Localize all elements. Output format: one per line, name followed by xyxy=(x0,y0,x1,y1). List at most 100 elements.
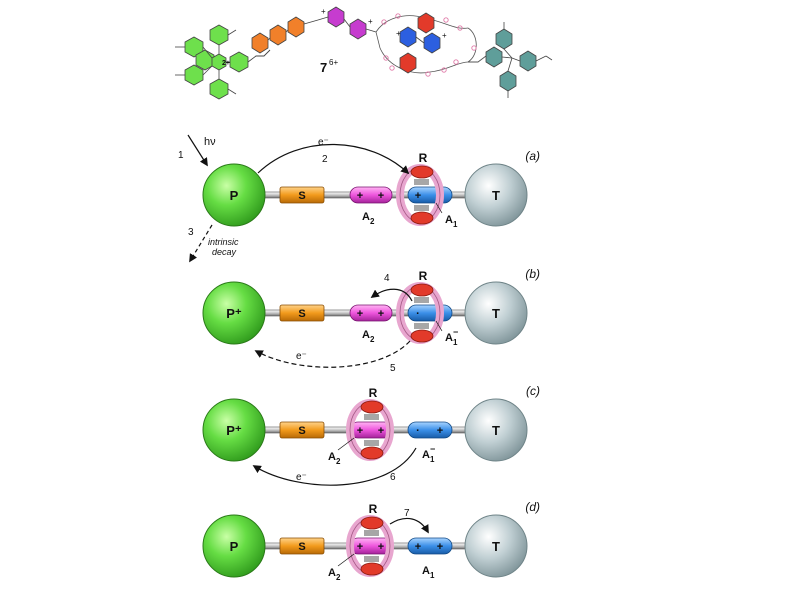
a1-pointer xyxy=(435,320,443,332)
a2-label-sub: 2 xyxy=(336,457,341,466)
ring-r xyxy=(396,282,444,344)
spacer-label: S xyxy=(298,308,305,320)
stopper-sphere xyxy=(464,281,528,345)
step-1: 1 xyxy=(178,150,184,161)
back-transfer-arrow xyxy=(254,340,411,368)
panel-tag: (b) xyxy=(525,267,540,281)
a1-mark-left: · xyxy=(416,425,420,437)
back-transfer-arrow xyxy=(252,447,417,486)
a2-pointer xyxy=(337,553,355,567)
ring-r xyxy=(396,164,444,226)
spacer-label: S xyxy=(298,190,305,202)
porphyrin-label: P⁺ xyxy=(226,423,242,438)
ring-red-bottom xyxy=(410,329,434,343)
a2-plus-left: + xyxy=(357,308,363,320)
a2-plus-left: + xyxy=(357,425,363,437)
a1-label-sup: − xyxy=(453,327,458,337)
stopper-label: T xyxy=(492,306,500,321)
a2-pointer xyxy=(337,437,355,451)
ring-red-bottom xyxy=(410,211,434,225)
ring-red-top xyxy=(360,516,384,530)
a1-label-base: A xyxy=(445,332,453,344)
porphyrin-label: P xyxy=(230,539,239,554)
a1-station xyxy=(407,537,453,555)
a1-mark-left: + xyxy=(415,541,421,553)
ring-red-top xyxy=(360,400,384,414)
a1-label-base: A xyxy=(445,214,453,226)
panel-tag: (c) xyxy=(526,384,540,398)
a2-rings xyxy=(317,6,377,40)
svg-text:+: + xyxy=(368,17,373,26)
a2-label-sub: 2 xyxy=(370,335,375,344)
step-5: 5 xyxy=(390,363,396,374)
svg-text:+: + xyxy=(442,31,447,40)
a1-label-sub: 1 xyxy=(430,571,435,580)
spacer-label: S xyxy=(298,541,305,553)
ring-red-bottom xyxy=(360,562,384,576)
stopper-label: T xyxy=(492,188,500,203)
stopper-label: T xyxy=(492,539,500,554)
a2-label-base: A xyxy=(362,329,370,341)
stopper-label: T xyxy=(492,423,500,438)
a1-mark-right: + xyxy=(437,541,443,553)
a2-plus-left: + xyxy=(357,541,363,553)
a1-label-base: A xyxy=(422,449,430,461)
a2-label-base: A xyxy=(362,211,370,223)
decay-arrow xyxy=(189,224,213,263)
step-4: 4 xyxy=(384,273,390,284)
porphyrin-sphere xyxy=(202,281,266,345)
porphyrin-sphere xyxy=(202,514,266,578)
spacer-block xyxy=(279,304,325,322)
a1-label-sub: 1 xyxy=(453,220,458,229)
compound-charge: 6+ xyxy=(329,58,338,67)
a2-label-base: A xyxy=(328,567,336,579)
ring-red-top xyxy=(410,283,434,297)
svg-text:2+: 2+ xyxy=(222,60,230,67)
shuttle-arrow xyxy=(370,288,413,302)
ring-red-top xyxy=(410,165,434,179)
spacer-rings xyxy=(251,16,319,54)
ring-label: R xyxy=(419,151,428,165)
a1-mark-left: · xyxy=(416,308,420,320)
compound-number: 7 xyxy=(320,60,327,75)
ring-red-bottom xyxy=(360,446,384,460)
a2-label-sub: 2 xyxy=(370,217,375,226)
a1-label-sup: − xyxy=(430,444,435,454)
porphyrin-label: P⁺ xyxy=(226,306,242,321)
a2-plus-right: + xyxy=(378,190,384,202)
hv-label: hν xyxy=(204,136,216,148)
porphyrin-cluster xyxy=(175,24,249,100)
spacer-block xyxy=(279,537,325,555)
a2-station xyxy=(349,304,393,322)
decay-text-1: intrinsic xyxy=(208,237,239,247)
oxygen-atoms xyxy=(381,13,477,77)
electron-label: e⁻ xyxy=(318,137,329,148)
step-6: 6 xyxy=(390,472,396,483)
panel-tag: (d) xyxy=(525,500,540,514)
stopper-rings xyxy=(485,22,553,98)
spacer-label: S xyxy=(298,425,305,437)
crown-blue-rings xyxy=(399,26,441,54)
svg-text:+: + xyxy=(321,7,326,16)
a1-mark-left: + xyxy=(415,190,421,202)
porphyrin-sphere xyxy=(202,398,266,462)
a2-plus-right: + xyxy=(378,308,384,320)
electron-label: e⁻ xyxy=(296,472,307,483)
ring-label: R xyxy=(419,269,428,283)
electron-transfer-arrow xyxy=(257,143,410,175)
spacer-block xyxy=(279,421,325,439)
decay-text-2: decay xyxy=(212,247,237,257)
a2-plus-left: + xyxy=(357,190,363,202)
svg-text:+: + xyxy=(396,29,401,38)
ring-label: R xyxy=(369,386,378,400)
